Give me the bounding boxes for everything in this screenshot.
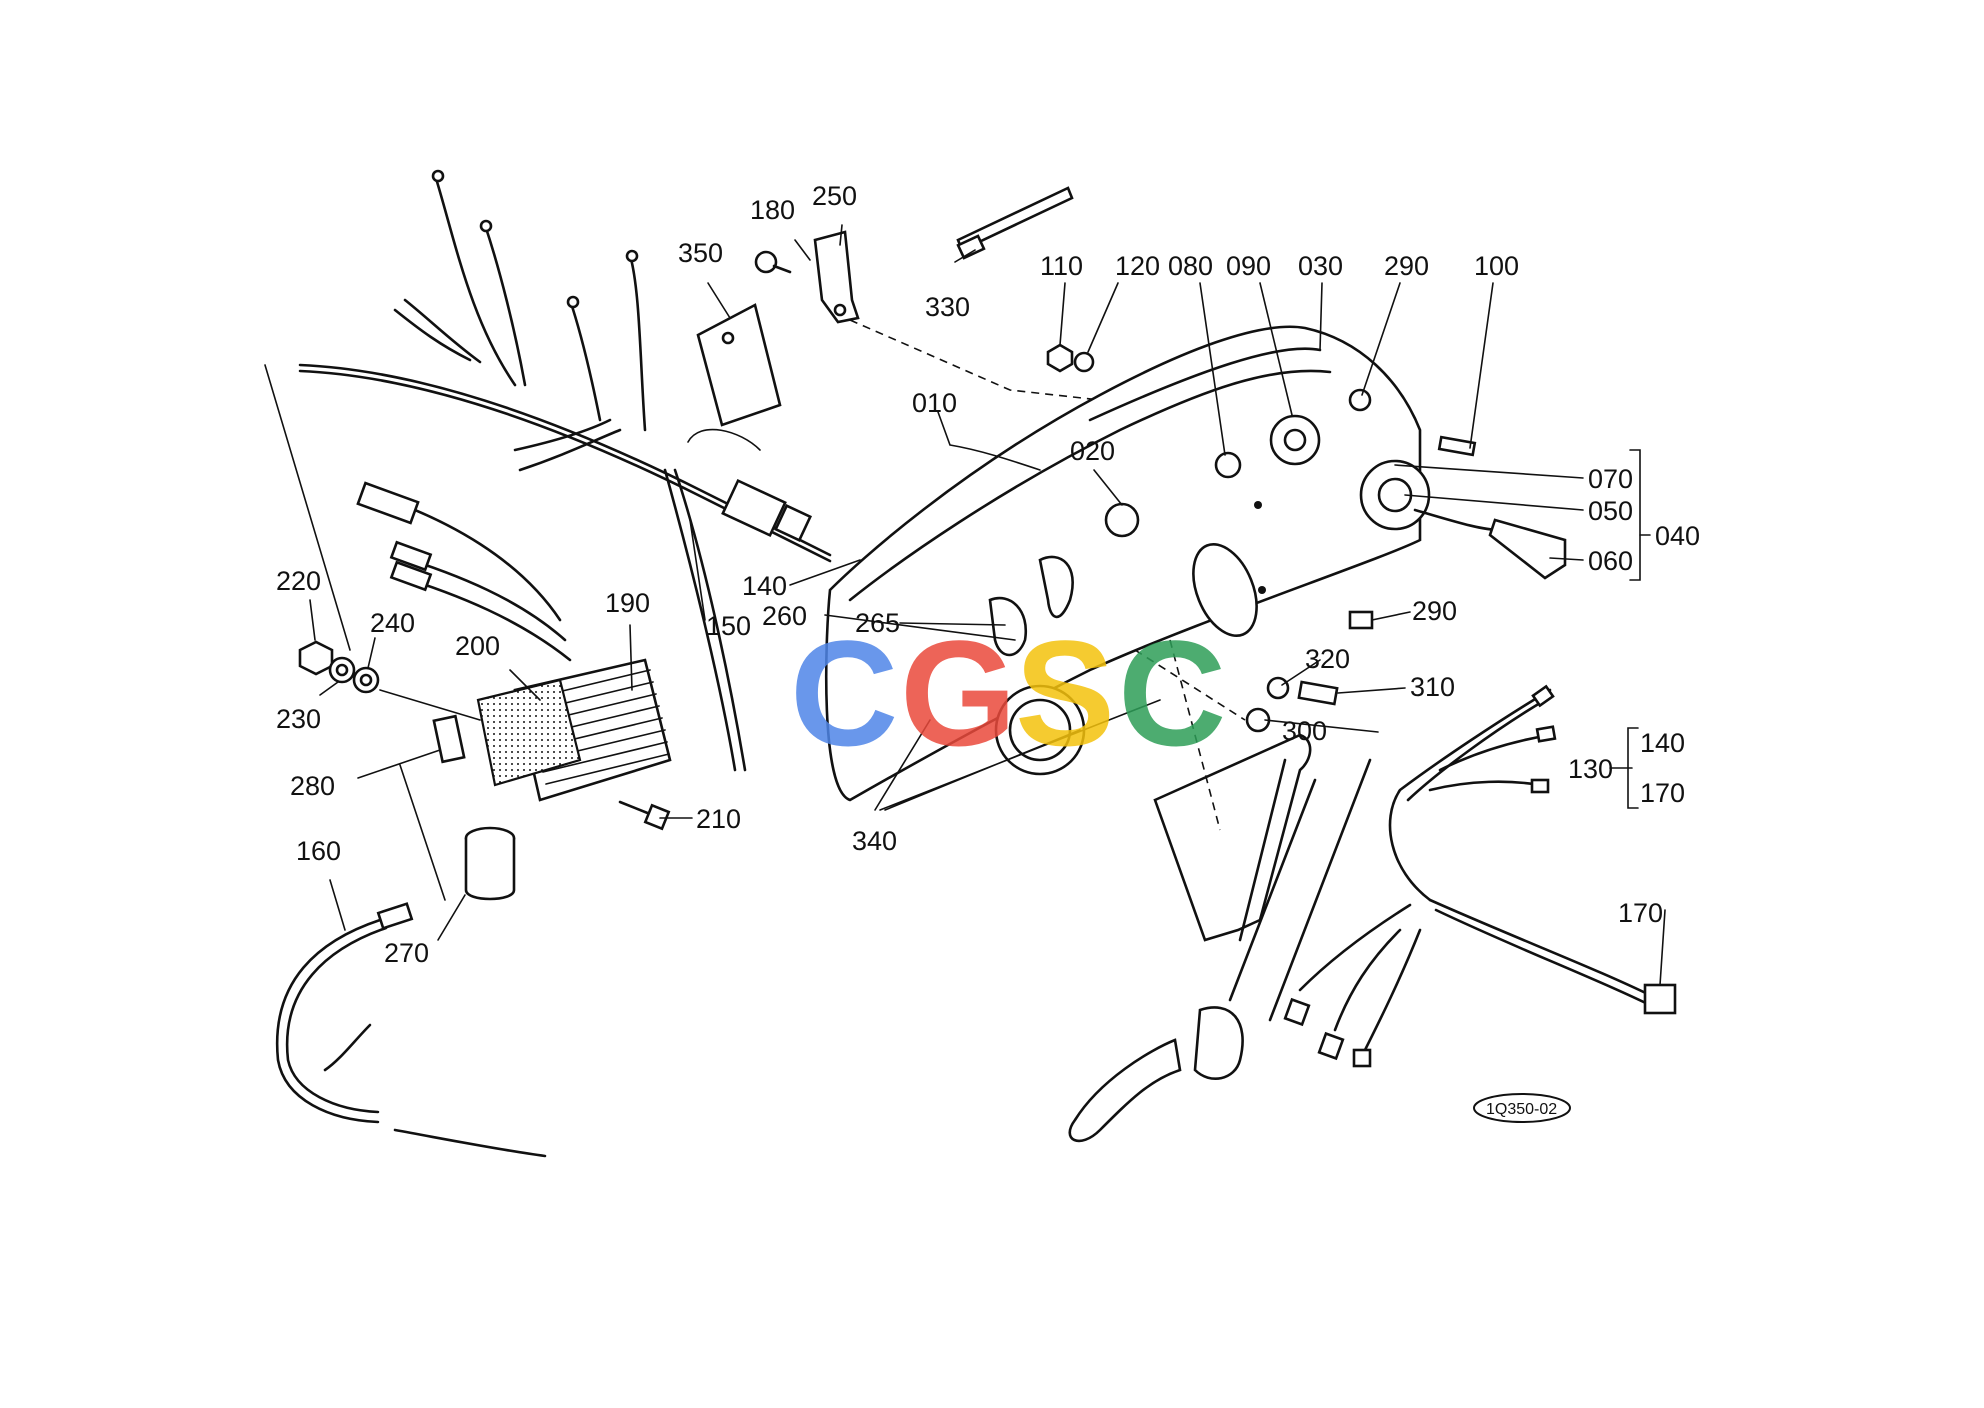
label-070: 070 bbox=[1588, 464, 1633, 494]
nut-110 bbox=[1046, 343, 1074, 373]
cable-tie-330 bbox=[956, 186, 1074, 260]
group-bracket-130 bbox=[1627, 727, 1639, 809]
washer-120 bbox=[1073, 351, 1095, 373]
washer-320 bbox=[1266, 676, 1290, 700]
label-300: 300 bbox=[1282, 716, 1327, 746]
washer-240 bbox=[352, 666, 380, 694]
part-labels: 180 250 350 330 110 120 080 090 030 290 … bbox=[276, 181, 1700, 968]
wire-160 bbox=[275, 902, 547, 1158]
screw-310 bbox=[1297, 680, 1339, 706]
label-plate-350 bbox=[696, 303, 782, 427]
regulator-190 bbox=[356, 481, 672, 802]
watermark-letter-3: S bbox=[1015, 609, 1115, 777]
relay-270 bbox=[464, 826, 516, 901]
watermark-letter-4: C bbox=[1118, 609, 1226, 777]
sub-harness-130 bbox=[1283, 684, 1677, 1068]
label-190: 190 bbox=[605, 588, 650, 618]
label-120: 120 bbox=[1115, 251, 1160, 281]
label-030: 030 bbox=[1298, 251, 1343, 281]
label-260: 260 bbox=[762, 601, 807, 631]
label-080: 080 bbox=[1168, 251, 1213, 281]
label-160: 160 bbox=[296, 836, 341, 866]
key-060 bbox=[1413, 508, 1567, 580]
label-100: 100 bbox=[1474, 251, 1519, 281]
label-140: 140 bbox=[742, 571, 787, 601]
label-180: 180 bbox=[750, 195, 795, 225]
plate-280 bbox=[432, 714, 466, 764]
drawing-code: 1Q350-02 bbox=[1486, 1101, 1557, 1118]
nut-220 bbox=[298, 640, 334, 676]
label-210: 210 bbox=[696, 804, 741, 834]
label-330: 330 bbox=[925, 292, 970, 322]
label-240: 240 bbox=[370, 608, 415, 638]
label-150: 150 bbox=[706, 611, 751, 641]
label-060: 060 bbox=[1588, 546, 1633, 576]
clamp-250 bbox=[813, 230, 860, 324]
label-270: 270 bbox=[384, 938, 429, 968]
label-265: 265 bbox=[855, 608, 900, 638]
support-stand bbox=[1068, 733, 1372, 1143]
instrument-panel-030 bbox=[824, 325, 1431, 802]
label-250: 250 bbox=[812, 181, 857, 211]
label-group-170: 170 bbox=[1640, 778, 1685, 808]
watermark-letter-2: G bbox=[900, 609, 1017, 777]
main-wiring-harness bbox=[298, 169, 832, 772]
label-110: 110 bbox=[1040, 251, 1083, 281]
screw-100 bbox=[1437, 435, 1477, 457]
washer-230 bbox=[328, 656, 356, 684]
label-170: 170 bbox=[1618, 898, 1663, 928]
label-280: 280 bbox=[290, 771, 335, 801]
label-090: 090 bbox=[1226, 251, 1271, 281]
clip-290-lower bbox=[1348, 610, 1374, 630]
label-130: 130 bbox=[1568, 754, 1613, 784]
label-290-top: 290 bbox=[1384, 251, 1429, 281]
label-020: 020 bbox=[1070, 436, 1115, 466]
watermark-letter-1: C bbox=[790, 609, 898, 777]
label-350: 350 bbox=[678, 238, 723, 268]
group-bracket-040 bbox=[1629, 449, 1651, 581]
label-320: 320 bbox=[1305, 644, 1350, 674]
label-310: 310 bbox=[1410, 672, 1455, 702]
label-010: 010 bbox=[912, 388, 957, 418]
label-220: 220 bbox=[276, 566, 321, 596]
leader-lines bbox=[264, 224, 1666, 986]
drawing-code-badge: 1Q350-02 bbox=[1473, 1093, 1571, 1123]
label-group-140: 140 bbox=[1640, 728, 1685, 758]
label-200: 200 bbox=[455, 631, 500, 661]
label-340: 340 bbox=[852, 826, 897, 856]
label-050: 050 bbox=[1588, 496, 1633, 526]
bolt-210 bbox=[618, 800, 671, 831]
label-290-lower: 290 bbox=[1412, 596, 1457, 626]
label-230: 230 bbox=[276, 704, 321, 734]
watermark: C G S C bbox=[790, 609, 1226, 777]
bolt-180 bbox=[754, 250, 792, 274]
label-040: 040 bbox=[1655, 521, 1700, 551]
